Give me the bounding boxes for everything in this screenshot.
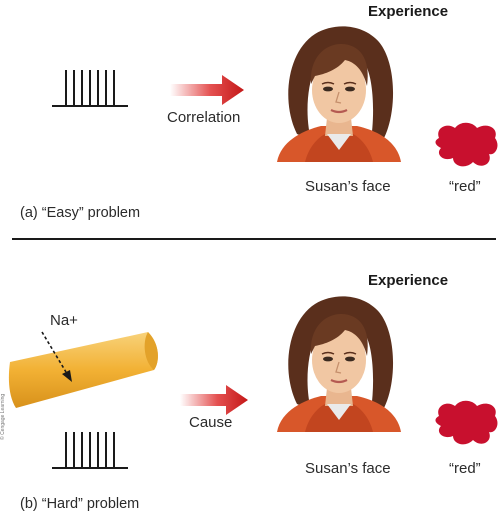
experience-heading-a: Experience	[368, 3, 449, 20]
ion-flow-arrow-icon	[41, 331, 72, 382]
susan-face-portrait	[277, 26, 401, 162]
axon-membrane	[8, 332, 158, 408]
correlation-arrow-icon	[170, 75, 244, 105]
spike-train-b	[52, 432, 128, 469]
na-ion-text: Na+	[50, 312, 78, 329]
susan-face-portrait-b	[277, 296, 401, 432]
red-caption-a: “red”	[449, 178, 481, 195]
face-caption-b: Susan’s face	[305, 460, 391, 477]
spike-train	[52, 70, 128, 107]
panel-label-hard: (b) “Hard” problem	[20, 496, 140, 512]
red-blob-icon-b	[435, 400, 498, 445]
face-caption-a: Susan’s face	[305, 178, 391, 195]
cause-arrow-icon	[180, 385, 248, 415]
copyright-credit: © Cengage Learning	[0, 393, 6, 440]
panel-label-easy: (a) “Easy” problem	[20, 205, 141, 221]
correlation-label: Correlation	[167, 109, 241, 126]
na-ion-label: Na+	[50, 312, 78, 329]
cause-label: Cause	[189, 414, 233, 431]
experience-heading-b: Experience	[368, 272, 449, 289]
red-caption-b: “red”	[449, 460, 481, 477]
red-blob-icon	[435, 122, 498, 167]
panel-divider	[12, 238, 496, 240]
